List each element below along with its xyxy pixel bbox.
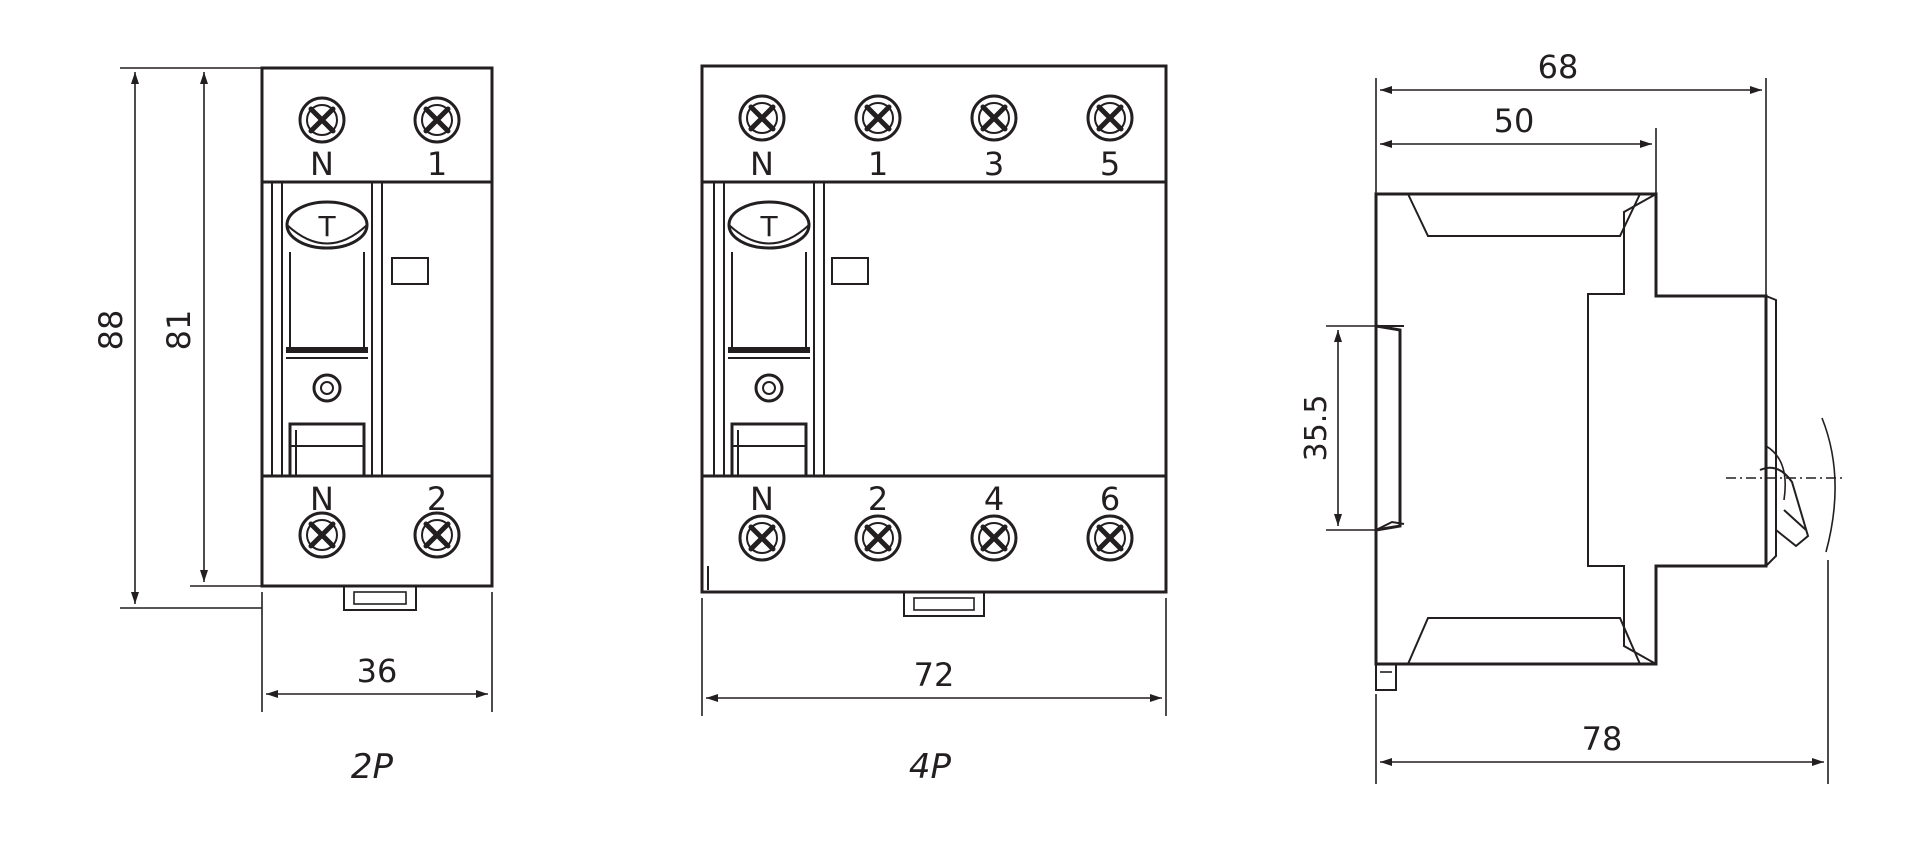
dimension-label-72: 72 [914, 656, 955, 694]
status-window-4p [831, 257, 869, 285]
caption-4p: 4P [909, 747, 952, 787]
din-clip-2p [343, 585, 417, 611]
dimension-label-35-5: 35.5 [1299, 395, 1334, 462]
screw-icon [1088, 516, 1132, 560]
dimension-label-50: 50 [1494, 102, 1535, 140]
terminal-label: 5 [1100, 145, 1120, 183]
terminal-label: N [750, 145, 774, 183]
terminal-label: 3 [984, 145, 1004, 183]
dimension-label-81: 81 [160, 310, 198, 351]
screw-icon [300, 98, 344, 142]
screw-icon [972, 516, 1016, 560]
terminal-label: 1 [427, 145, 447, 183]
lever-2p [288, 422, 366, 478]
dimension-label-78: 78 [1582, 720, 1623, 758]
dimension-label-36: 36 [357, 652, 398, 690]
screw-icon [415, 98, 459, 142]
screw-icon [415, 513, 459, 557]
lever-4p [730, 422, 808, 478]
view-4p: N 1 3 5 N 2 4 6 T 72 4P [700, 64, 1168, 787]
screw-icon [740, 516, 784, 560]
caption-2p: 2P [351, 747, 394, 787]
body-2p [260, 66, 494, 588]
view-side: 68 50 35.5 78 [1299, 48, 1842, 784]
terminal-label: 4 [984, 480, 1004, 518]
view-2p: N 1 N 2 T 88 81 36 2P [92, 66, 494, 787]
side-profile [1374, 192, 1768, 666]
screw-icon [740, 96, 784, 140]
screw-icon [1088, 96, 1132, 140]
side-lever [1759, 466, 1810, 548]
indicator-2p [312, 373, 342, 403]
terminal-label: 6 [1100, 480, 1120, 518]
dimension-label-88: 88 [92, 310, 130, 351]
terminal-label: 2 [427, 480, 447, 518]
screw-icon [972, 96, 1016, 140]
terminal-label: N [310, 145, 334, 183]
test-button-label: T [317, 210, 336, 243]
indicator-4p [754, 373, 784, 403]
screw-icon [856, 516, 900, 560]
screw-icon [300, 513, 344, 557]
status-window-2p [391, 257, 429, 285]
din-clip-4p [903, 591, 985, 617]
terminal-label: 1 [868, 145, 888, 183]
terminal-label: N [750, 480, 774, 518]
test-button-label: T [759, 210, 778, 243]
dimension-label-68: 68 [1538, 48, 1579, 86]
terminal-label: 2 [868, 480, 888, 518]
screw-icon [856, 96, 900, 140]
terminal-label: N [310, 480, 334, 518]
